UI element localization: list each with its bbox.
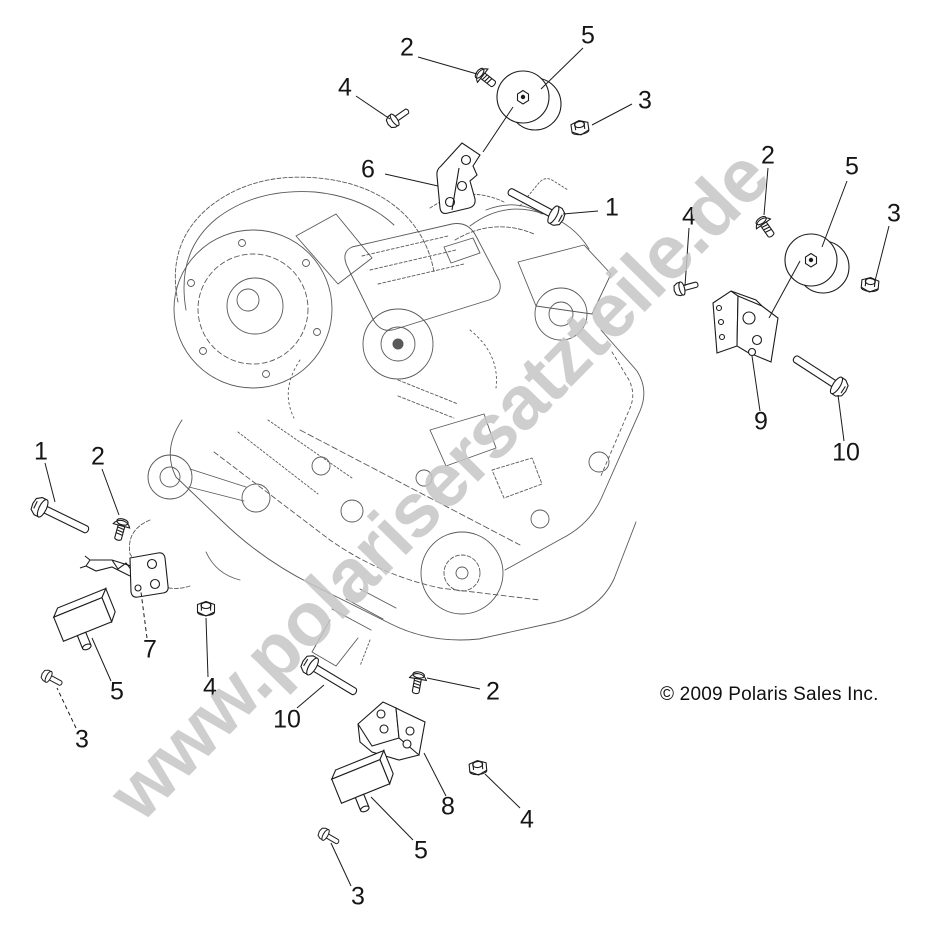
part-bracket-8 — [357, 701, 426, 761]
callout-left-2: 2 — [91, 442, 105, 471]
callout-rear-2: 2 — [761, 141, 775, 170]
callout-front-3: 3 — [638, 86, 652, 115]
callout-rear-3: 3 — [887, 199, 901, 228]
part-bracket-6 — [436, 142, 481, 214]
callout-front-6: 6 — [361, 155, 375, 184]
callout-bottom-8: 8 — [441, 792, 455, 821]
callout-bottom-4: 4 — [520, 805, 534, 834]
callout-front-4: 4 — [338, 73, 352, 102]
callout-rear-9: 9 — [754, 407, 768, 436]
callout-left-4: 4 — [203, 673, 217, 702]
callout-bottom-2: 2 — [486, 677, 500, 706]
callout-bottom-3: 3 — [351, 882, 365, 911]
callout-front-1: 1 — [605, 193, 619, 222]
part-bracket-9 — [712, 290, 779, 363]
callout-front-5: 5 — [581, 21, 595, 50]
callout-rear-4: 4 — [682, 202, 696, 231]
callout-bottom-10: 10 — [273, 705, 301, 734]
part-bracket-7 — [79, 552, 169, 598]
callout-rear-10: 10 — [832, 438, 860, 467]
copyright-notice: © 2009 Polaris Sales Inc. — [660, 684, 879, 705]
callout-left-7: 7 — [143, 635, 157, 664]
callout-rear-5: 5 — [845, 152, 859, 181]
callout-front-2: 2 — [400, 33, 414, 62]
callout-left-5: 5 — [110, 677, 124, 706]
callout-left-3: 3 — [75, 725, 89, 754]
callout-left-1: 1 — [34, 437, 48, 466]
callout-bottom-5: 5 — [414, 836, 428, 865]
